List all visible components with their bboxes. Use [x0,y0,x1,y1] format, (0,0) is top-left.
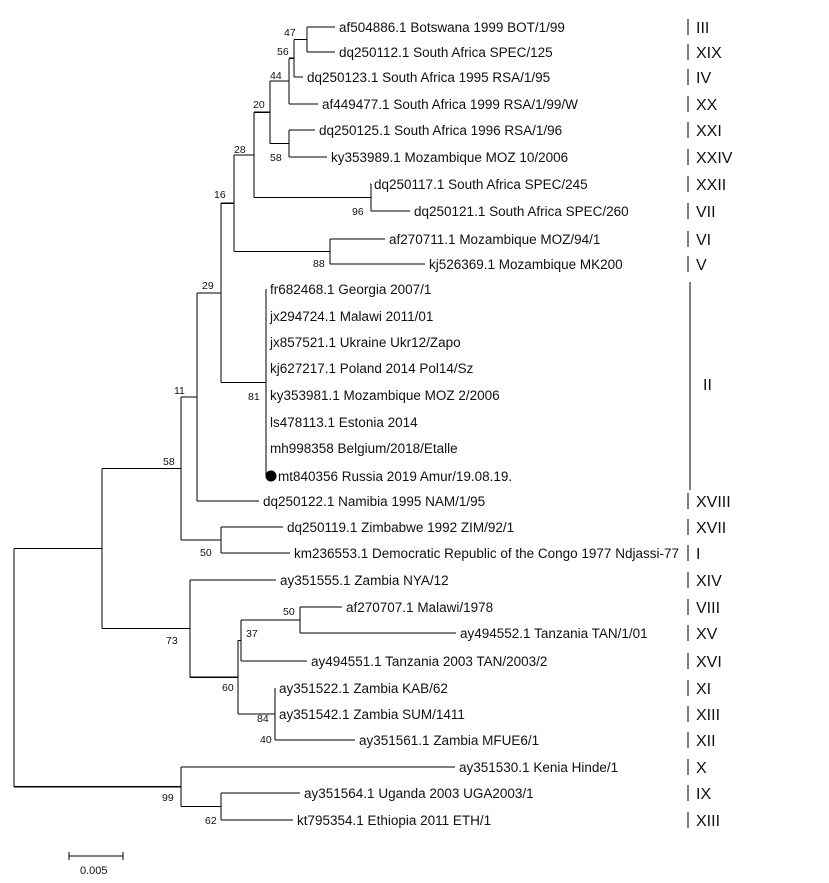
leaf-label: dq250119.1 Zimbabwe 1992 ZIM/92/1 [287,520,514,535]
leaf-label: jx857521.1 Ukraine Ukr12/Zapo [269,335,461,350]
leaf-label: ky353981.1 Mozambique MOZ 2/2006 [270,388,500,403]
genotype-label: XXIV [696,150,733,167]
leaf-label: ay351522.1 Zambia KAB/62 [279,681,448,696]
bootstrap-value: 62 [205,815,217,827]
genotype-label: XIV [696,573,722,590]
leaf-label: af449477.1 South Africa 1999 RSA/1/99/W [322,97,578,112]
leaf-label: dq250122.1 Namibia 1995 NAM/1/95 [263,494,485,509]
genotype-label: V [696,257,707,274]
scale-bar-label: 0.005 [80,865,108,877]
genotype-label: XII [696,733,716,750]
bootstrap-value: 44 [270,70,282,82]
leaf-label: ay351555.1 Zambia NYA/12 [280,573,449,588]
leaf-label: ls478113.1 Estonia 2014 [270,415,418,430]
bootstrap-value: 47 [284,27,296,39]
leaf-label: kj526369.1 Mozambique MK200 [429,257,623,272]
bootstrap-value: 99 [162,792,174,804]
genotype-label: XX [696,97,718,114]
genotype-label: III [696,20,709,37]
bootstrap-values: 47 56 44 20 58 28 96 16 88 29 81 11 58 50 50 37 73 60 84 40… [162,27,364,827]
bootstrap-value: 88 [313,258,325,270]
genotype-label-cluster: II [703,377,712,394]
genotype-label: XIII [696,813,720,830]
genotype-label: IV [696,70,711,87]
leaf-label: km236553.1 Democratic Republic of the Co… [294,546,679,561]
genotype-label: XI [696,681,711,698]
genotype-label: XV [696,626,718,643]
genotype-label: XIII [696,707,720,724]
leaf-label: ay351542.1 Zambia SUM/1411 [279,707,465,722]
bootstrap-value: 58 [270,152,282,164]
leaf-label: af270707.1 Malawi/1978 [346,600,493,615]
leaf-label: ay351530.1 Kenia Hinde/1 [459,760,618,775]
leaf-label: ay494552.1 Tanzania TAN/1/01 [460,626,648,641]
genotype-labels: IIIXIXIVXXXXIXXIVXXIIVIIVIVXVIIIXVIIIXIV… [687,19,733,830]
filled-circle-marker [265,470,277,482]
genotype-label: VI [696,232,711,249]
bootstrap-value: 20 [253,99,265,111]
bootstrap-value: 73 [166,635,178,647]
bootstrap-value: 29 [202,280,214,292]
leaf-label: ay351564.1 Uganda 2003 UGA2003/1 [304,786,534,801]
leaf-label: af504886.1 Botswana 1999 BOT/1/99 [339,20,565,35]
genotype-label: VII [696,204,716,221]
genotype-label: VIII [696,600,720,617]
bootstrap-value: 81 [248,391,260,403]
genotype-label: XVI [696,654,722,671]
genotype-label: I [696,546,700,563]
leaf-label: mt840356 Russia 2019 Amur/19.08.19. [278,469,512,484]
leaf-labels: af504886.1 Botswana 1999 BOT/1/99 dq25011… [263,20,679,828]
bootstrap-value: 84 [257,713,269,725]
genotype-label: IX [696,786,711,803]
scale-bar: 0.005 [68,852,124,877]
leaf-label: ky353989.1 Mozambique MOZ 10/2006 [331,150,568,165]
genotype-label: X [696,760,707,777]
tree-branches [13,26,456,821]
bootstrap-value: 37 [246,628,258,640]
bootstrap-value: 16 [214,189,226,201]
bootstrap-value: 40 [260,734,272,746]
leaf-label: dq250121.1 South Africa SPEC/260 [414,204,629,219]
leaf-label: ay494551.1 Tanzania 2003 TAN/2003/2 [311,654,547,669]
bootstrap-value: 11 [174,385,185,397]
leaf-label: dq250123.1 South Africa 1995 RSA/1/95 [307,70,550,85]
bootstrap-value: 60 [222,682,234,694]
leaf-label: dq250125.1 South Africa 1996 RSA/1/96 [319,123,562,138]
genotype-label: XVIII [696,494,731,511]
leaf-label: kt795354.1 Ethiopia 2011 ETH/1 [297,813,491,828]
genotype-label: XIX [696,45,722,62]
leaf-label: fr682468.1 Georgia 2007/1 [270,282,431,297]
leaf-label: af270711.1 Mozambique MOZ/94/1 [389,232,600,247]
leaf-label: kj627217.1 Poland 2014 Pol14/Sz [270,361,474,376]
leaf-label: jx294724.1 Malawi 2011/01 [269,309,433,324]
genotype-label: XXI [696,123,722,140]
leaf-label: dq250117.1 South Africa SPEC/245 [374,177,588,192]
bootstrap-value: 58 [163,456,175,468]
bootstrap-value: 56 [277,46,289,58]
bootstrap-value: 28 [234,144,246,156]
bootstrap-value: 96 [352,206,364,218]
genotype-label: XXII [696,177,726,194]
bootstrap-value: 50 [200,547,212,559]
leaf-label: ay351561.1 Zambia MFUE6/1 [359,733,539,748]
leaf-label: dq250112.1 South Africa SPEC/125 [339,45,553,60]
bootstrap-value: 50 [283,606,295,618]
genotype-label: XVII [696,520,726,537]
leaf-label: mh998358 Belgium/2018/Etalle [270,441,458,456]
